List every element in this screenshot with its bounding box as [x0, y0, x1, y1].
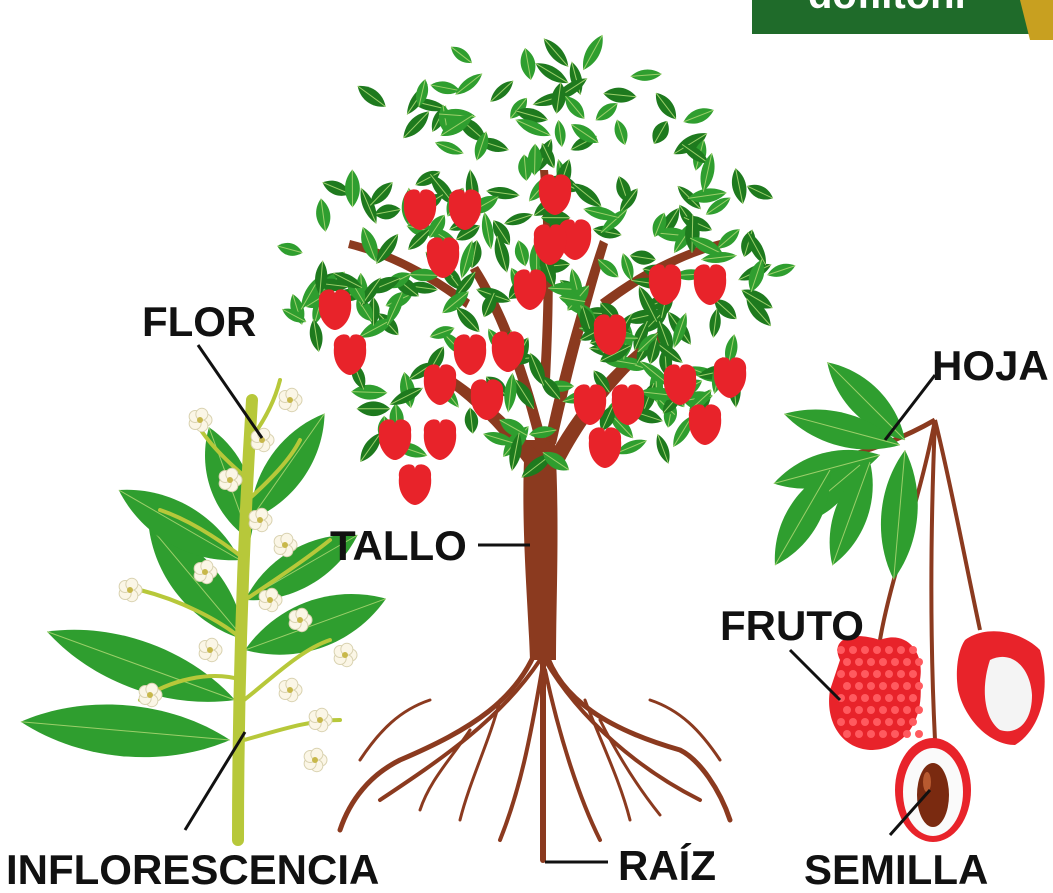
flower — [279, 678, 302, 701]
inflorescence-branch — [19, 380, 395, 840]
flower — [304, 748, 327, 771]
tree-fruit — [399, 464, 431, 505]
compound-leaf — [761, 351, 923, 582]
flower — [119, 578, 142, 601]
label-semilla: SEMILLA — [804, 846, 988, 893]
tree-fruit — [689, 404, 721, 445]
tree-fruit — [514, 269, 546, 310]
label-tallo: TALLO — [330, 522, 467, 569]
label-inflorescencia: INFLORESCENCIA — [6, 846, 379, 893]
flower — [249, 508, 272, 531]
tree-fruit — [424, 419, 456, 460]
leaf-and-fruit-detail — [761, 351, 1045, 842]
badge-text: dofiltoni — [808, 0, 966, 17]
tree-fruit — [334, 334, 366, 375]
label-flor: FLOR — [142, 298, 256, 345]
flower — [334, 643, 357, 666]
label-raiz: RAÍZ — [618, 842, 716, 889]
flower — [309, 708, 332, 731]
tree-fruit — [319, 289, 351, 330]
whole-fruit — [829, 636, 923, 750]
label-fruto: FRUTO — [720, 602, 864, 649]
label-hoja: HOJA — [932, 342, 1049, 389]
tree-fruit — [694, 264, 726, 305]
tree-fruit — [589, 427, 621, 468]
open-fruit — [957, 631, 1045, 745]
brand-badge: dofiltoni — [752, 0, 1053, 40]
tree-fruit — [454, 334, 486, 375]
roots — [340, 640, 730, 860]
flower — [199, 638, 222, 661]
flower — [189, 408, 212, 431]
seed-cross-section — [895, 738, 971, 842]
flower — [279, 388, 302, 411]
flower — [251, 428, 274, 451]
tree-fruit — [714, 357, 746, 398]
